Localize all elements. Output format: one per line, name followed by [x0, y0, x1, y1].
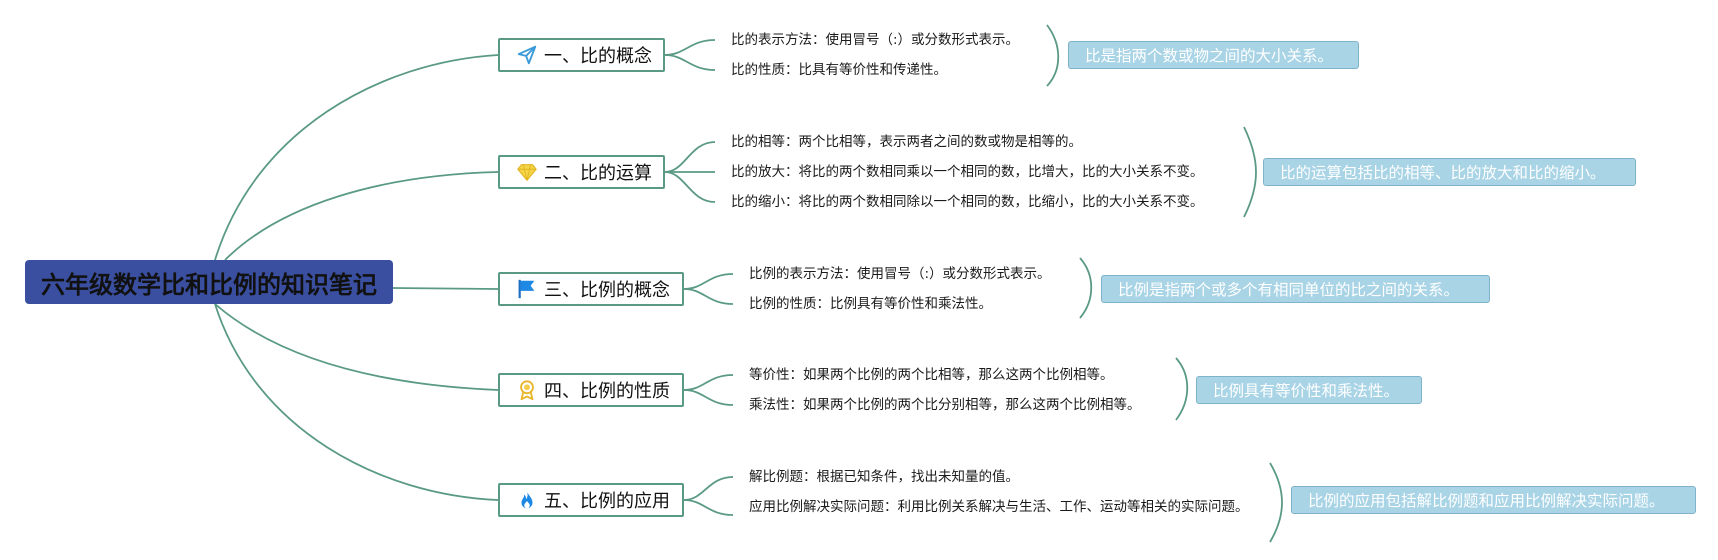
summary-box[interactable]: 比是指两个数或物之间的大小关系。	[1068, 41, 1359, 69]
summary-box[interactable]: 比例的应用包括解比例题和应用比例解决实际问题。	[1291, 486, 1696, 514]
diamond-icon	[516, 161, 538, 183]
leaf-item: 比例的性质：比例具有等价性和乘法性。	[749, 296, 992, 312]
branch-proportion-concept[interactable]: 三、比例的概念	[498, 272, 684, 306]
branch-title: 三、比例的概念	[544, 280, 670, 301]
leaf-item: 等价性：如果两个比例的两个比相等，那么这两个比例相等。	[749, 367, 1114, 383]
branch-ratio-operation[interactable]: 二、比的运算	[498, 155, 665, 189]
root-topic[interactable]: 六年级数学比和比例的知识笔记	[25, 260, 393, 304]
leaf-item: 乘法性：如果两个比例的两个比分别相等，那么这两个比例相等。	[749, 397, 1141, 413]
branch-proportion-properties[interactable]: 四、比例的性质	[498, 373, 684, 407]
summary-box[interactable]: 比例是指两个或多个有相同单位的比之间的关系。	[1101, 275, 1490, 303]
summary-text: 比的运算包括比的相等、比的放大和比的缩小。	[1280, 164, 1606, 182]
branch-title: 一、比的概念	[544, 46, 652, 67]
root-title: 六年级数学比和比例的知识笔记	[41, 270, 377, 299]
flag-icon	[516, 278, 538, 300]
summary-text: 比例具有等价性和乘法性。	[1213, 382, 1400, 400]
summary-text: 比是指两个数或物之间的大小关系。	[1085, 47, 1334, 65]
leaf-item: 解比例题：根据已知条件，找出未知量的值。	[749, 469, 1019, 485]
leaf-item: 比的性质：比具有等价性和传递性。	[731, 62, 947, 78]
branch-ratio-concept[interactable]: 一、比的概念	[498, 38, 665, 72]
medal-icon	[516, 379, 538, 401]
leaf-item: 比例的表示方法：使用冒号（:）或分数形式表示。	[749, 266, 1051, 282]
branch-title: 四、比例的性质	[544, 381, 670, 402]
leaf-item: 比的相等：两个比相等，表示两者之间的数或物是相等的。	[731, 134, 1082, 150]
leaf-item: 应用比例解决实际问题：利用比例关系解决与生活、工作、运动等相关的实际问题。	[749, 499, 1249, 515]
leaf-item: 比的表示方法：使用冒号（:）或分数形式表示。	[731, 32, 1020, 48]
paper-plane-icon	[516, 44, 538, 66]
branch-title: 五、比例的应用	[544, 491, 670, 512]
leaf-item: 比的缩小：将比的两个数相同除以一个相同的数，比缩小，比的大小关系不变。	[731, 194, 1204, 210]
leaf-item: 比的放大：将比的两个数相同乘以一个相同的数，比增大，比的大小关系不变。	[731, 164, 1204, 180]
summary-text: 比例是指两个或多个有相同单位的比之间的关系。	[1118, 281, 1460, 299]
branch-proportion-application[interactable]: 五、比例的应用	[498, 483, 684, 517]
summary-box[interactable]: 比例具有等价性和乘法性。	[1196, 376, 1422, 404]
branch-title: 二、比的运算	[544, 163, 652, 184]
flame-icon	[516, 489, 538, 511]
summary-text: 比例的应用包括解比例题和应用比例解决实际问题。	[1308, 492, 1665, 510]
summary-box[interactable]: 比的运算包括比的相等、比的放大和比的缩小。	[1263, 158, 1636, 186]
